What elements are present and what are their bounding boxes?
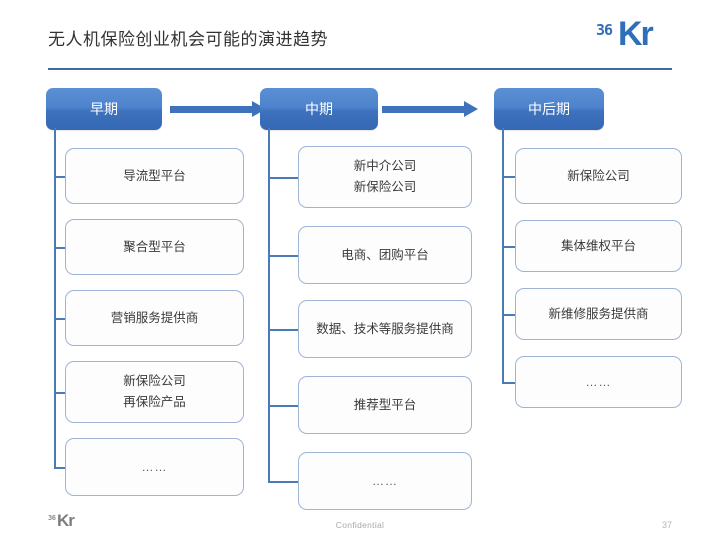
node-label: 电商、团购平台 [341,247,429,262]
connector-trunk-mid [268,128,270,481]
connector-stub [268,255,298,257]
column-header-late[interactable]: 中后期 [494,88,604,130]
node-box[interactable]: 新中介公司新保险公司 [298,146,472,208]
node-box[interactable]: 聚合型平台 [65,219,244,275]
page-title: 无人机保险创业机会可能的演进趋势 [48,30,328,49]
connector-stub [54,467,65,469]
node-label: 新中介公司 [353,159,417,173]
connector-stub [268,177,298,179]
footer-logo-36-text: 36 [48,514,56,522]
column-header-label: 早期 [90,103,118,118]
logo-36-text: 36 [596,21,613,39]
footer-page-number: 37 [661,520,672,530]
node-label: 推荐型平台 [353,397,417,412]
footer-logo-kr-text: Kr [57,511,75,530]
logo-kr-text: Kr [618,15,654,53]
node-label: …… [372,473,398,488]
footer-confidential-label: Confidential [335,520,385,530]
node-box[interactable]: 新保险公司 [515,148,682,204]
connector-stub [54,247,65,249]
node-label: …… [585,374,612,389]
connector-stub [502,382,515,384]
connector-trunk-late [502,128,504,382]
node-label: 集体维权平台 [560,238,636,253]
connector-stub [54,176,65,178]
column-header-label: 中期 [305,103,333,118]
node-label: 新保险公司 [123,374,186,388]
node-box[interactable]: 推荐型平台 [298,376,472,434]
column-header-early[interactable]: 早期 [46,88,162,130]
node-label: 数据、技术等服务提供商 [316,321,454,336]
connector-stub [54,392,65,394]
node-box[interactable]: 集体维权平台 [515,220,682,272]
column-header-mid[interactable]: 中期 [260,88,378,130]
node-label: 再保险产品 [123,395,186,409]
node-box-more[interactable]: …… [65,438,244,496]
node-label: …… [141,459,168,474]
node-box[interactable]: 营销服务提供商 [65,290,244,346]
connector-stub [54,318,65,320]
node-box[interactable]: 电商、团购平台 [298,226,472,284]
node-box-more[interactable]: …… [515,356,682,408]
column-header-label: 中后期 [528,103,570,118]
arrow-early-to-mid-icon [170,101,266,117]
connector-stub [268,481,298,483]
node-label: 新保险公司 [353,180,417,194]
node-label: 导流型平台 [123,168,186,183]
node-label: 新维修服务提供商 [548,306,649,321]
node-box-more[interactable]: …… [298,452,472,510]
node-box[interactable]: 新维修服务提供商 [515,288,682,340]
connector-stub [502,314,515,316]
node-label: 聚合型平台 [123,239,186,254]
node-box[interactable]: 新保险公司再保险产品 [65,361,244,423]
connector-stub [502,176,515,178]
node-label: 营销服务提供商 [110,310,199,325]
node-box[interactable]: 数据、技术等服务提供商 [298,300,472,358]
connector-stub [268,405,298,407]
node-box[interactable]: 导流型平台 [65,148,244,204]
node-label: 新保险公司 [567,168,630,183]
connector-trunk-early [54,128,56,467]
brand-36kr-logo: 36 Kr [596,16,674,60]
connector-stub [502,246,515,248]
connector-stub [268,329,298,331]
arrow-mid-to-late-icon [382,101,478,117]
title-divider [48,68,672,70]
footer-brand-logo: 36 Kr [48,511,88,532]
